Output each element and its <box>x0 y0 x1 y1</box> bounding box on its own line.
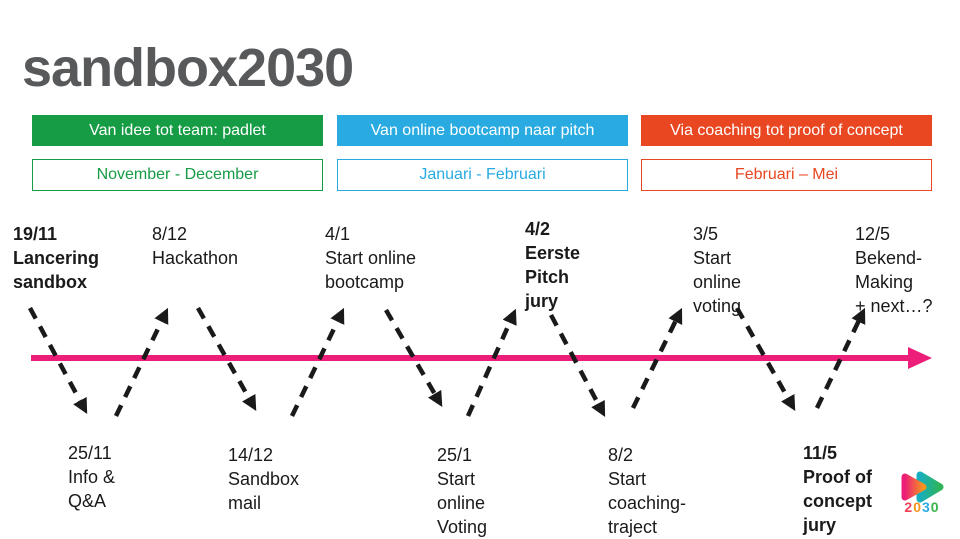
milestone-4-1: 4/1 Start online bootcamp <box>325 222 416 294</box>
milestone-25-1: 25/1 Start online Voting <box>437 443 487 539</box>
logo-arrow-right <box>916 471 944 503</box>
milestone-19-11: 19/11 Lancering sandbox <box>13 222 99 294</box>
period-label: Februari – Mei <box>734 166 839 183</box>
connector-down-25-11 <box>28 306 88 415</box>
period-label: November - December <box>96 166 259 183</box>
connector-down-14-12 <box>196 306 257 411</box>
milestone-8-2: 8/2 Start coaching- traject <box>608 443 686 539</box>
milestone-date: 25/1 <box>437 445 473 465</box>
milestone-date: 8/12 <box>152 224 188 244</box>
phase-banner-coaching-poc: Via coaching tot proof of concept <box>641 115 932 146</box>
connector-down-25-1 <box>384 308 443 407</box>
milestone-label: Sandbox mail <box>228 469 300 513</box>
logo-arrow-left <box>901 473 927 501</box>
timeline-axis-arrowhead <box>908 347 932 369</box>
milestone-label: Info & Q&A <box>68 467 116 511</box>
logo-digit: 0 <box>913 499 922 515</box>
milestone-25-11: 25/11 Info & Q&A <box>68 441 115 513</box>
milestone-label: Start online Voting <box>437 469 488 537</box>
connector-group <box>28 306 866 418</box>
logo-digit: 2 <box>904 499 914 515</box>
milestone-date: 4/2 <box>525 219 551 239</box>
logo-digit: 3 <box>922 499 931 515</box>
milestone-date: 8/2 <box>608 445 634 465</box>
milestone-date: 11/5 <box>803 443 838 463</box>
period-box-jan-feb: Januari - Februari <box>337 159 628 191</box>
connector-down-8-2 <box>549 313 606 418</box>
phase-banner-label: Van online bootcamp naar pitch <box>370 121 595 139</box>
milestone-date: 25/11 <box>68 443 112 463</box>
period-box-nov-dec: November - December <box>32 159 323 191</box>
logo-digit: 0 <box>930 499 940 515</box>
period-label: Januari - Februari <box>419 166 546 183</box>
phase-banner-bootcamp-pitch: Van online bootcamp naar pitch <box>337 115 628 146</box>
milestone-date: 12/5 <box>855 224 891 244</box>
milestone-label: Bekend- Making + next…? <box>855 248 933 316</box>
connector-up-12-5 <box>814 307 866 409</box>
milestone-date: 3/5 <box>693 224 719 244</box>
milestone-date: 4/1 <box>325 224 351 244</box>
logo-2030-icon <box>901 471 944 503</box>
milestone-date: 14/12 <box>228 445 274 465</box>
milestone-12-5: 12/5 Bekend- Making + next…? <box>855 222 933 318</box>
milestone-4-2: 4/2 Eerste Pitch jury <box>525 217 580 313</box>
connector-down-11-5 <box>735 306 796 411</box>
milestone-label: Proof of concept jury <box>803 467 873 535</box>
period-box-feb-mei: Februari – Mei <box>641 159 932 191</box>
phase-banner-idee-tot-team: Van idee tot team: padlet <box>32 115 323 146</box>
milestone-label: Eerste Pitch jury <box>525 243 581 311</box>
milestone-label: Start coaching- traject <box>608 469 687 537</box>
milestone-11-5: 11/5 Proof of concept jury <box>803 441 872 537</box>
milestone-label: Hackathon <box>152 248 239 268</box>
logo-2030-wordmark: 2 0 3 0 <box>896 499 948 515</box>
connector-up-8-12 <box>113 307 169 417</box>
milestone-14-12: 14/12 Sandbox mail <box>228 443 299 515</box>
milestone-8-12: 8/12 Hackathon <box>152 222 238 270</box>
milestone-label: Start online bootcamp <box>325 248 417 292</box>
page-title: sandbox2030 <box>22 38 354 98</box>
phase-banner-label: Van idee tot team: padlet <box>89 121 266 139</box>
connector-up-4-1 <box>289 307 345 417</box>
connector-up-4-2 <box>465 308 517 417</box>
milestone-label: Lancering sandbox <box>13 248 100 292</box>
milestone-3-5: 3/5 Start online voting <box>693 222 741 318</box>
milestone-label: Start online voting <box>693 248 742 316</box>
milestone-date: 19/11 <box>13 224 58 244</box>
phase-banner-label: Via coaching tot proof of concept <box>670 121 903 139</box>
connector-up-3-5 <box>630 307 683 409</box>
